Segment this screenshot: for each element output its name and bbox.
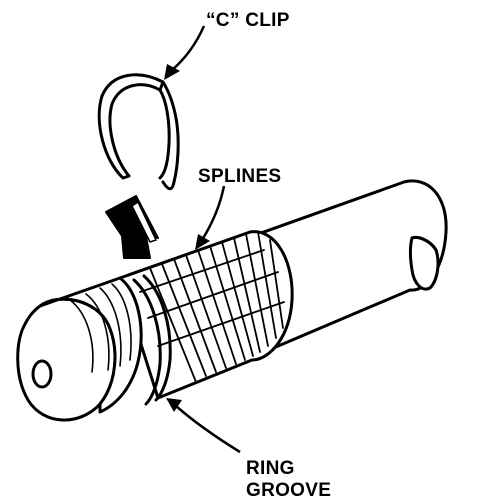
spline-lines — [139, 231, 285, 383]
center-hole — [31, 359, 53, 389]
end-cap-rim — [38, 276, 143, 414]
ring-groove — [132, 274, 172, 406]
drive-shaft — [16, 179, 448, 422]
ring-groove-label-line2: GROOVE — [246, 480, 331, 501]
c-clip-leader-arrow — [164, 25, 206, 80]
ring-groove-label-line1: RING — [246, 458, 295, 479]
splines-leader-arrow — [195, 185, 226, 250]
c-clip-label: “C” CLIP — [206, 10, 290, 31]
install-direction-arrow — [105, 195, 159, 259]
c-clip-open-end — [161, 80, 180, 191]
c-clip-ring — [97, 73, 165, 180]
c-clip — [97, 73, 180, 191]
splined-section — [118, 230, 294, 400]
splines-label: SPLINES — [198, 166, 281, 187]
ring-groove-leader-arrow — [166, 398, 241, 454]
